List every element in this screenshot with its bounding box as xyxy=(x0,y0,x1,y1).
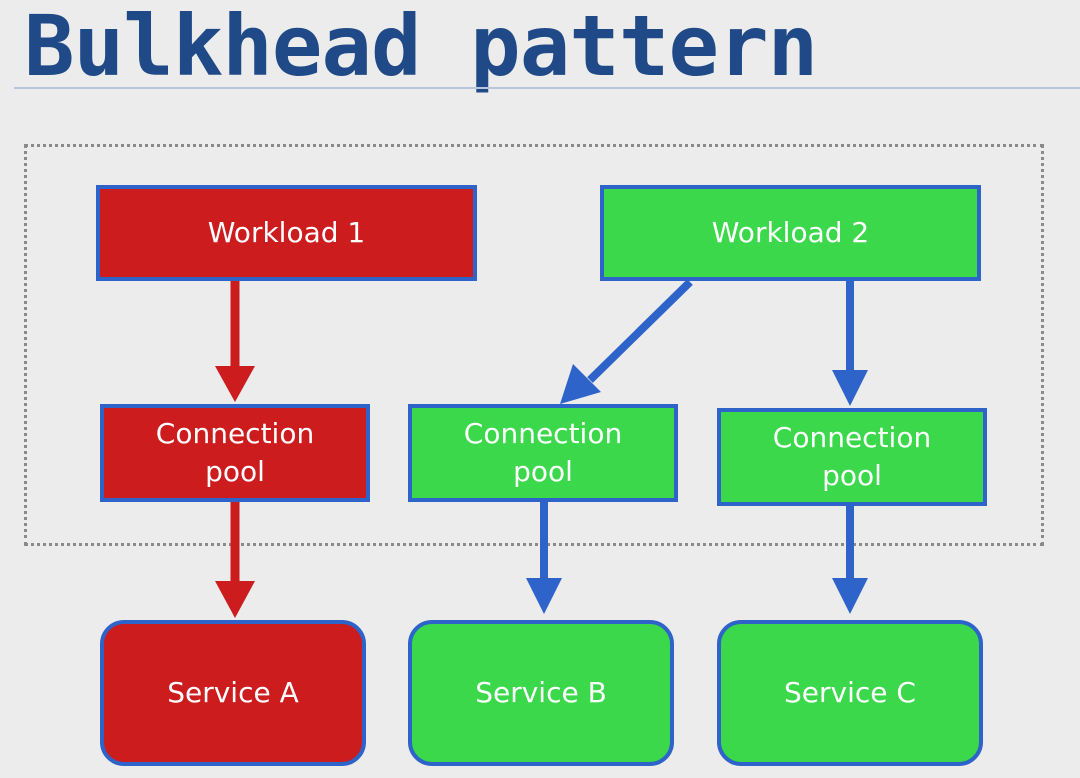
service-b-label: Service B xyxy=(475,676,607,709)
arrow-workload2-to-pool2 xyxy=(560,279,693,404)
arrow-pool2-to-service-b xyxy=(526,500,562,614)
service-a-label: Service A xyxy=(167,676,299,709)
arrow-pool1-to-service-a xyxy=(215,500,255,618)
page-title: Bulkhead pattern xyxy=(24,0,818,95)
connection-pool-3-label: Connection pool xyxy=(772,421,932,492)
connection-pool-2-label: Connection pool xyxy=(463,417,623,488)
workload-2-label: Workload 2 xyxy=(711,216,870,249)
arrow-workload2-to-pool3 xyxy=(832,280,868,406)
connection-pool-2-box: Connection pool xyxy=(408,404,678,502)
service-b-box: Service B xyxy=(408,620,674,766)
arrow-workload1-to-pool1 xyxy=(215,280,255,402)
arrow-pool3-to-service-c xyxy=(832,504,868,614)
workload-1-box: Workload 1 xyxy=(96,185,477,281)
connection-pool-1-box: Connection pool xyxy=(100,404,370,502)
bulkhead-boundary xyxy=(24,144,1044,546)
service-c-box: Service C xyxy=(717,620,983,766)
connection-pool-3-box: Connection pool xyxy=(717,408,987,506)
workload-1-label: Workload 1 xyxy=(207,216,366,249)
workload-2-box: Workload 2 xyxy=(600,185,981,281)
title-underline xyxy=(14,87,1080,89)
connection-pool-1-label: Connection pool xyxy=(155,417,315,488)
service-c-label: Service C xyxy=(784,676,916,709)
service-a-box: Service A xyxy=(100,620,366,766)
